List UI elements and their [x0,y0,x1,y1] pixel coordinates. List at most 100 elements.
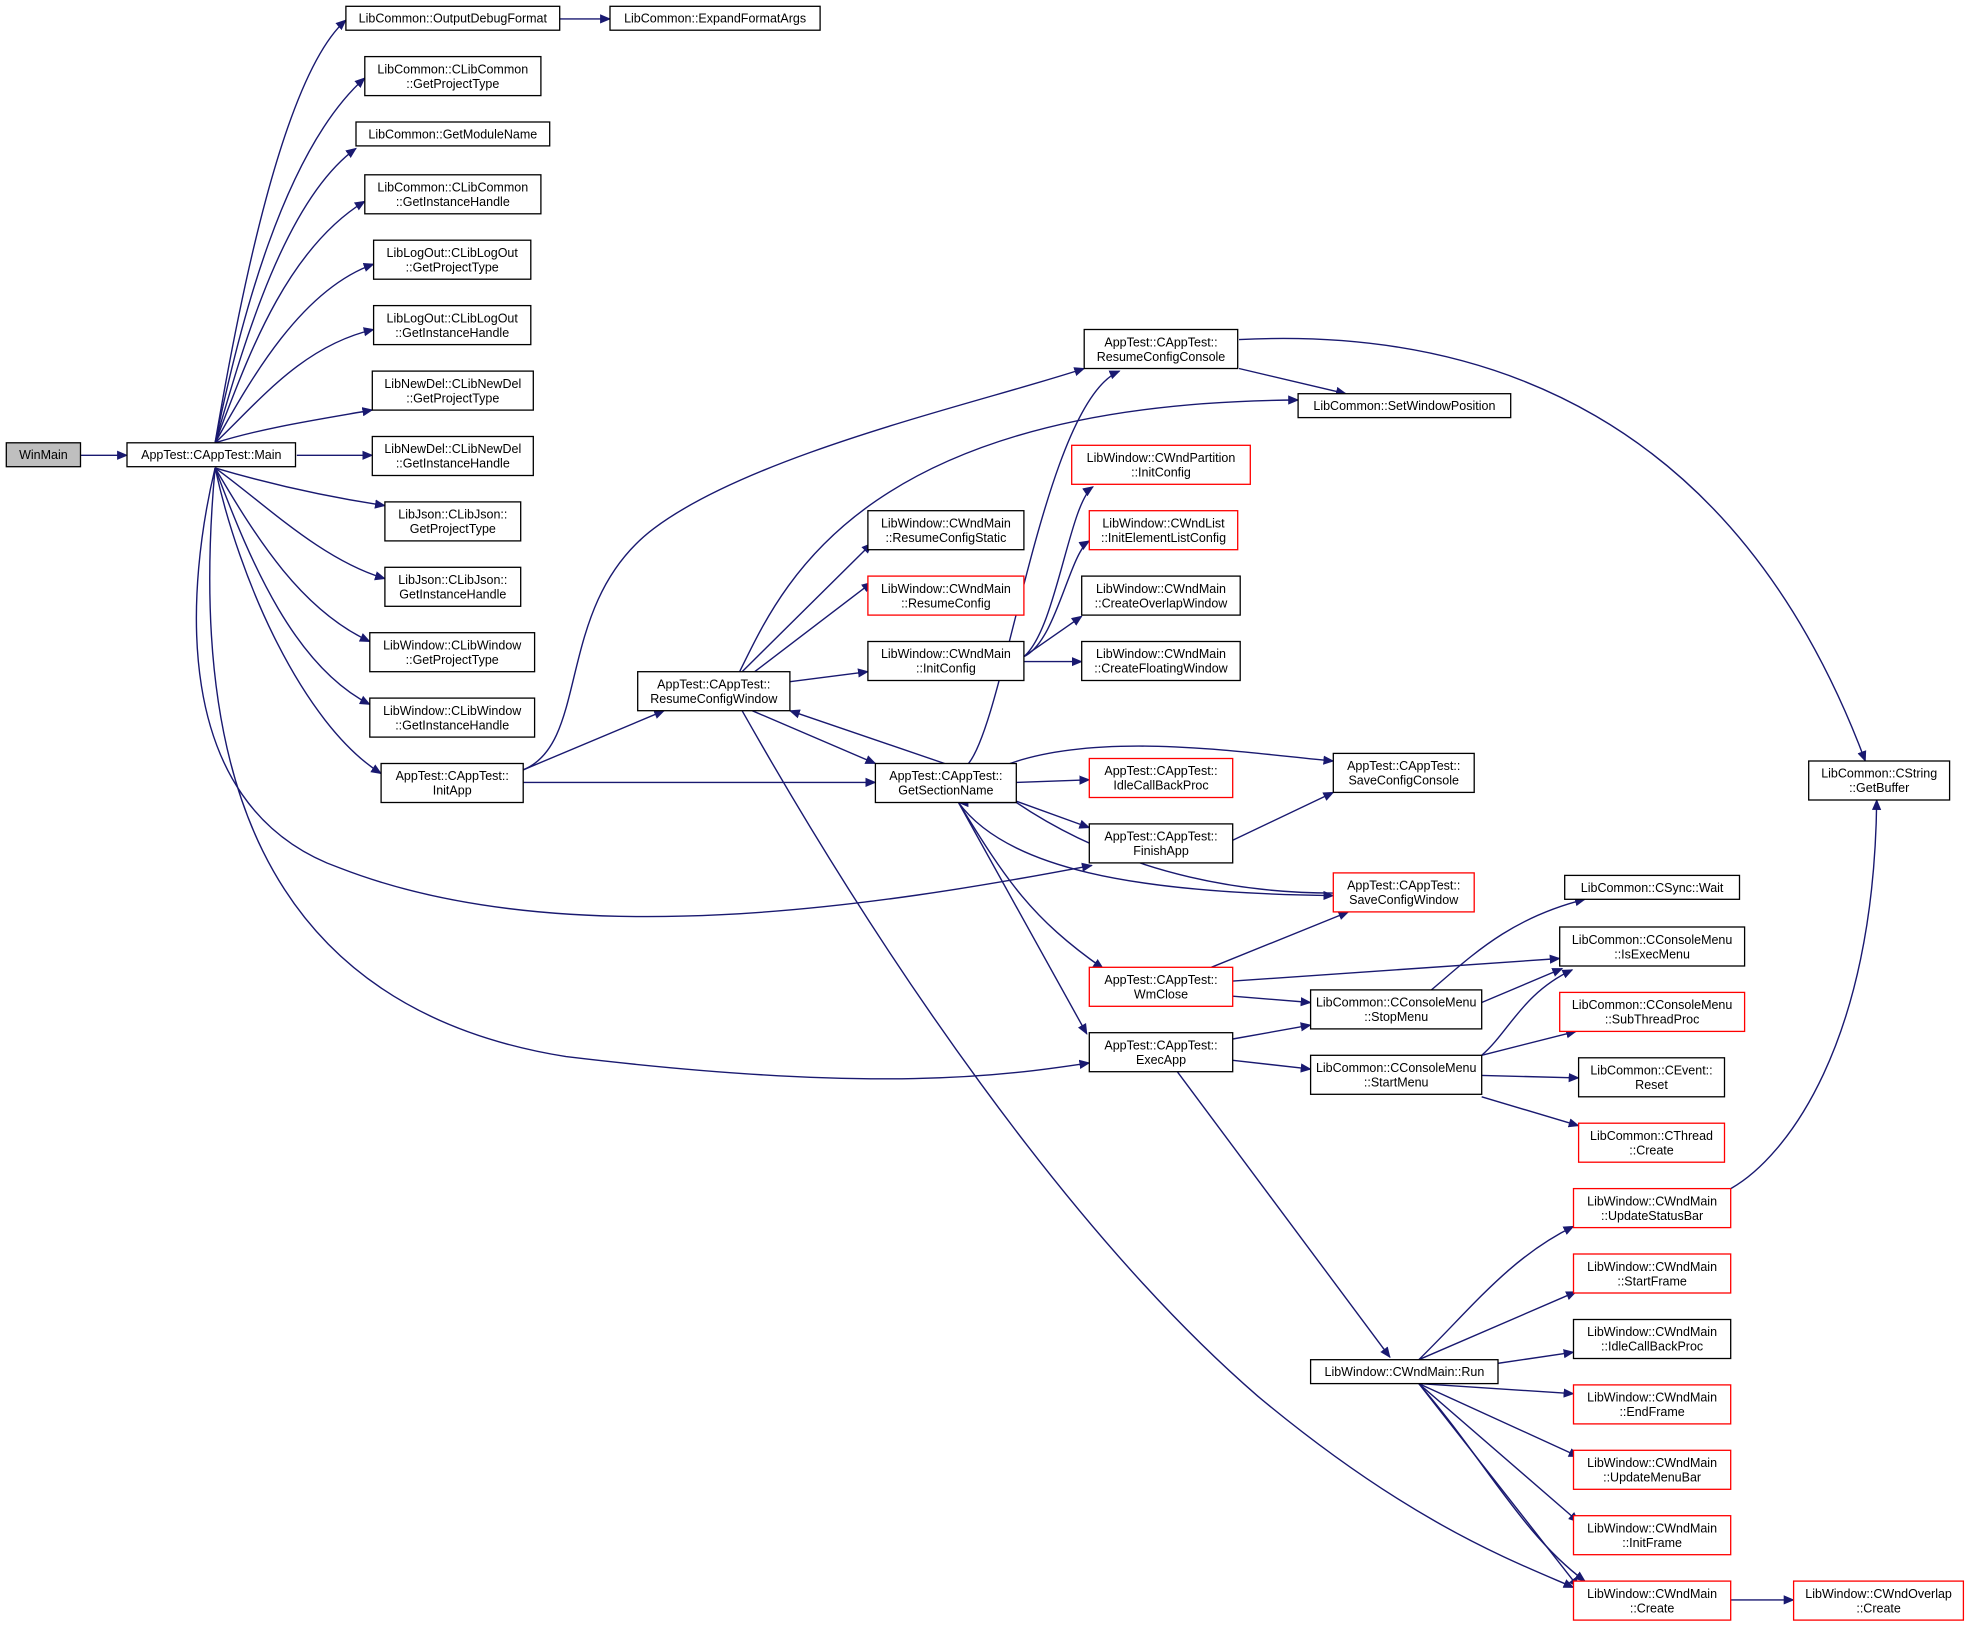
function-node-odf[interactable]: LibCommon::OutputDebugFormat [345,5,561,31]
node-box[interactable] [355,121,551,147]
node-box[interactable] [1572,1449,1732,1490]
function-node-gmn[interactable]: LibCommon::GetModuleName [355,121,551,147]
node-box[interactable] [1088,823,1234,864]
node-box[interactable] [1332,872,1475,913]
function-node-wl_ielc[interactable]: LibWindow::CWndList::InitElementListConf… [1088,510,1239,551]
function-node-lo_gih[interactable]: LibLogOut::CLibLogOut::GetInstanceHandle [372,304,532,346]
function-node-main[interactable]: AppTest::CAppTest::Main [126,442,297,468]
function-node-wm_rc[interactable]: LibWindow::CWndMain::ResumeConfig [867,575,1025,616]
function-node-sync_wait[interactable]: LibCommon::CSync::Wait [1564,874,1741,900]
node-box[interactable] [1081,575,1241,616]
function-node-cm_stop[interactable]: LibCommon::CConsoleMenu::StopMenu [1309,989,1483,1030]
function-node-wm_usb[interactable]: LibWindow::CWndMain::UpdateStatusBar [1572,1187,1732,1229]
node-box[interactable] [1572,1384,1732,1425]
function-node-cc_gih[interactable]: LibCommon::CLibCommon::GetInstanceHandle [364,174,542,215]
node-box[interactable] [1577,1122,1726,1163]
function-node-wp_ic[interactable]: LibWindow::CWndPartition::InitConfig [1071,444,1251,485]
function-node-scc[interactable]: AppTest::CAppTest::SaveConfigConsole [1332,752,1475,794]
node-box[interactable] [1088,1032,1234,1073]
node-box[interactable] [1572,1187,1732,1229]
node-box[interactable] [126,442,297,468]
function-node-wm_create[interactable]: LibWindow::CWndMain::Create [1572,1580,1732,1621]
function-node-cm_stp[interactable]: LibCommon::CConsoleMenu::SubThreadProc [1559,991,1746,1033]
function-node-finish[interactable]: AppTest::CAppTest::FinishApp [1088,823,1234,864]
function-node-rcw[interactable]: AppTest::CAppTest::ResumeConfigWindow [637,671,791,712]
node-box[interactable] [637,671,791,712]
node-box[interactable] [372,239,532,280]
node-box[interactable] [369,632,536,673]
node-box[interactable] [371,435,534,477]
function-node-js_gih[interactable]: LibJson::CLibJson::GetInstanceHandle [384,566,522,607]
function-node-wm_ef[interactable]: LibWindow::CWndMain::EndFrame [1572,1384,1732,1425]
node-box[interactable] [1572,1580,1732,1621]
node-box[interactable] [1088,966,1234,1007]
function-node-wm_cfw[interactable]: LibWindow::CWndMain::CreateFloatingWindo… [1081,640,1241,682]
function-node-wm_rcs[interactable]: LibWindow::CWndMain::ResumeConfigStatic [867,510,1025,551]
function-node-str_gb[interactable]: LibCommon::CString::GetBuffer [1808,760,1951,801]
function-node-wm_run[interactable]: LibWindow::CWndMain::Run [1309,1359,1499,1385]
node-box[interactable] [874,762,1017,804]
function-node-execapp[interactable]: AppTest::CAppTest::ExecApp [1088,1032,1234,1073]
node-box[interactable] [1081,640,1241,682]
function-node-scw[interactable]: AppTest::CAppTest::SaveConfigWindow [1332,872,1475,913]
node-box[interactable] [1332,752,1475,794]
function-node-cc_gpt[interactable]: LibCommon::CLibCommon::GetProjectType [364,55,542,97]
node-box[interactable] [384,501,522,542]
node-box[interactable] [364,174,542,215]
node-box[interactable] [345,5,561,31]
node-box[interactable] [372,304,532,346]
function-node-efa[interactable]: LibCommon::ExpandFormatArgs [609,5,821,31]
function-node-wm_ic[interactable]: LibWindow::CWndMain::InitConfig [867,640,1025,682]
node-box[interactable] [369,697,536,738]
node-box[interactable] [380,762,524,804]
function-node-lo_gpt[interactable]: LibLogOut::CLibLogOut::GetProjectType [372,239,532,280]
node-box[interactable] [1309,989,1483,1030]
node-box[interactable] [1572,1318,1732,1360]
node-box[interactable] [1792,1580,1965,1621]
function-node-wm_sf[interactable]: LibWindow::CWndMain::StartFrame [1572,1253,1732,1294]
node-box[interactable] [1309,1054,1483,1095]
node-box[interactable] [1088,757,1234,799]
node-box[interactable] [1071,444,1251,485]
node-box[interactable] [1577,1057,1726,1098]
function-node-wo_create[interactable]: LibWindow::CWndOverlap::Create [1792,1580,1965,1621]
function-node-wm_umb[interactable]: LibWindow::CWndMain::UpdateMenuBar [1572,1449,1732,1490]
function-node-th_create[interactable]: LibCommon::CThread::Create [1577,1122,1726,1163]
function-node-wm_icbp[interactable]: LibWindow::CWndMain::IdleCallBackProc [1572,1318,1732,1360]
function-node-winmain[interactable]: WinMain [5,442,82,468]
function-node-wn_gih[interactable]: LibWindow::CLibWindow::GetInstanceHandle [369,697,536,738]
function-node-cm_iem[interactable]: LibCommon::CConsoleMenu::IsExecMenu [1559,926,1746,967]
node-box[interactable] [1083,328,1239,370]
node-box[interactable] [1309,1359,1499,1385]
node-box[interactable] [364,55,542,97]
function-node-gsn[interactable]: AppTest::CAppTest::GetSectionName [874,762,1017,804]
function-node-nd_gih[interactable]: LibNewDel::CLibNewDel::GetInstanceHandle [371,435,534,477]
node-box[interactable] [371,370,534,411]
function-node-icbp[interactable]: AppTest::CAppTest::IdleCallBackProc [1088,757,1234,799]
node-box[interactable] [1564,874,1741,900]
node-box[interactable] [1808,760,1951,801]
node-box[interactable] [609,5,821,31]
function-node-ev_reset[interactable]: LibCommon::CEvent::Reset [1577,1057,1726,1098]
node-box[interactable] [867,510,1025,551]
node-box[interactable] [1559,926,1746,967]
node-box[interactable] [1088,510,1239,551]
function-node-initapp[interactable]: AppTest::CAppTest::InitApp [380,762,524,804]
node-box[interactable] [1559,991,1746,1033]
node-box[interactable] [867,575,1025,616]
node-box[interactable] [1572,1253,1732,1294]
function-node-nd_gpt[interactable]: LibNewDel::CLibNewDel::GetProjectType [371,370,534,411]
node-box[interactable] [867,640,1025,682]
function-node-rcc[interactable]: AppTest::CAppTest::ResumeConfigConsole [1083,328,1239,370]
function-node-wm_cow[interactable]: LibWindow::CWndMain::CreateOverlapWindow [1081,575,1241,616]
function-node-wn_gpt[interactable]: LibWindow::CLibWindow::GetProjectType [369,632,536,673]
function-node-wm_if[interactable]: LibWindow::CWndMain::InitFrame [1572,1515,1732,1556]
function-node-js_gpt[interactable]: LibJson::CLibJson::GetProjectType [384,501,522,542]
node-box[interactable] [384,566,522,607]
function-node-wmclose[interactable]: AppTest::CAppTest::WmClose [1088,966,1234,1007]
node-box[interactable] [1572,1515,1732,1556]
function-node-cm_start[interactable]: LibCommon::CConsoleMenu::StartMenu [1309,1054,1483,1095]
function-node-swp[interactable]: LibCommon::SetWindowPosition [1297,393,1512,419]
node-box[interactable] [1297,393,1512,419]
node-box[interactable] [5,442,82,468]
